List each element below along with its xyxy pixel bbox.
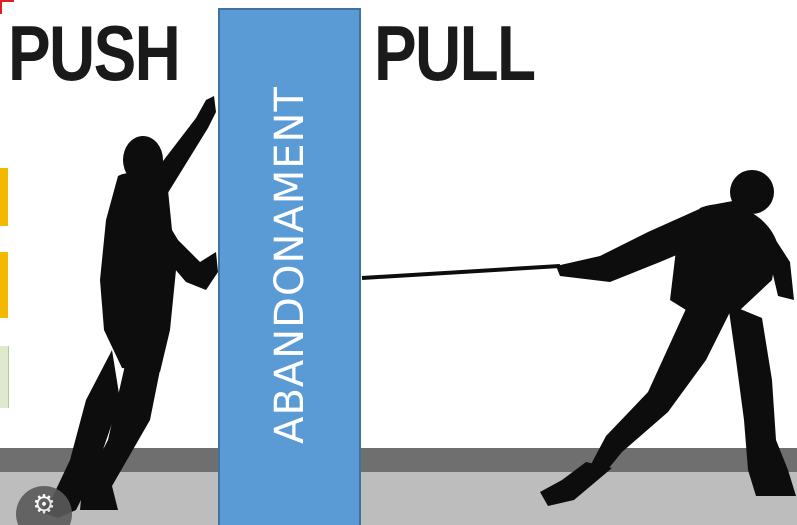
pushing-man-silhouette [40, 96, 218, 518]
pulling-man-silhouette [540, 170, 796, 506]
barrier-label: ABANDONAMENT [267, 86, 313, 444]
image-search-icon: ⚙ [32, 492, 55, 518]
rope [362, 266, 560, 278]
abandonment-barrier: ABANDONAMENT [218, 8, 361, 525]
